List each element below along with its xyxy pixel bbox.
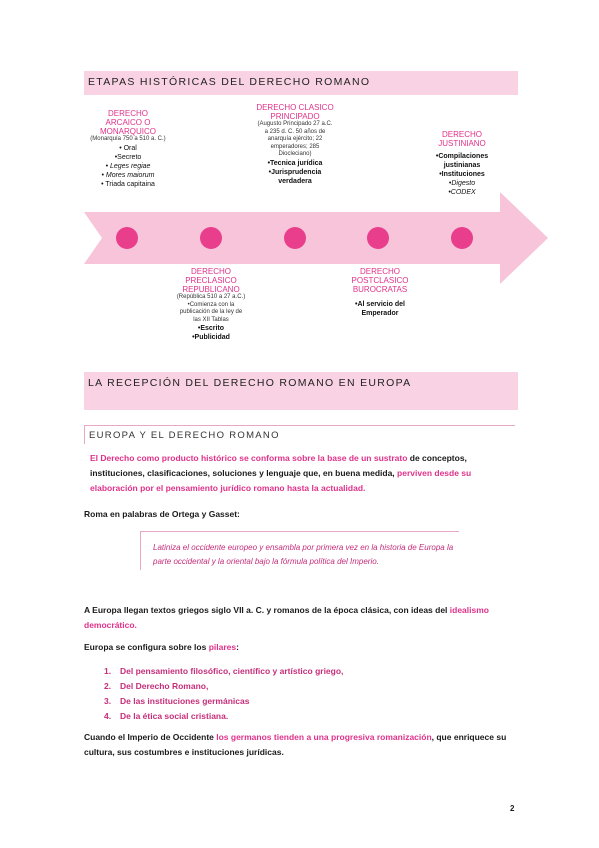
list-number: 2.	[104, 681, 112, 691]
stage-item: • Oral	[119, 144, 137, 152]
stage-item: • Triada capitaina	[101, 180, 155, 188]
pillars-intro-highlight: pilares	[208, 642, 237, 652]
timeline-heading: ETAPAS HISTÓRICAS DEL DERECHO ROMANO	[88, 76, 371, 88]
quote-box: Latiniza el occidente europeo y ensambla…	[140, 531, 459, 570]
list-text: Del Derecho Romano,	[120, 681, 209, 691]
stage-title: DERECHO CLASICO PRINCIPADO	[256, 103, 334, 121]
stage-title: DERECHO PRECLASICO REPUBLICANO	[182, 267, 240, 294]
stage-item: •Comienza con la publicación de la ley d…	[179, 301, 243, 323]
stage-item: •Publicidad	[192, 334, 230, 341]
paragraph-ortega: Roma en palabras de Ortega y Gasset:	[84, 509, 240, 519]
paragraph-germanic-text: Cuando el Imperio de Occidente	[84, 732, 217, 742]
stage-item: •Al servicio del Emperador	[355, 301, 405, 317]
timeline-arrow	[84, 192, 548, 284]
stage-preclasico: DERECHO PRECLASICO REPUBLICANO (Repúblic…	[176, 267, 246, 342]
paragraph-intro-text: de conceptos, instituciones, clasificaci…	[90, 453, 467, 478]
list-item: 3. De las instituciones germánicas	[84, 694, 484, 709]
reception-heading: LA RECEPCIÓN DEL DERECHO ROMANO EN EUROP…	[88, 377, 412, 389]
list-number: 1.	[104, 666, 112, 676]
paragraph-greek-highlight: idealismo democrático.	[84, 605, 489, 630]
list-text: Del pensamiento filosófico, científico y…	[120, 666, 344, 676]
stage-item: • Leges regiae	[105, 162, 151, 170]
pillars-list: 1. Del pensamiento filosófico, científico…	[84, 664, 484, 724]
stage-item: •Compilaciones justinianas	[435, 153, 489, 169]
timeline-dot-5	[451, 227, 473, 249]
paragraph-greek-texts: A Europa llegan textos griegos siglo VII…	[84, 603, 514, 633]
stage-title: DERECHO JUSTINIANO	[438, 130, 486, 148]
list-item: 1. Del pensamiento filosófico, científico…	[84, 664, 484, 679]
pillars-intro-text: Europa se configura sobre los	[84, 642, 209, 652]
stage-postclasico: DERECHO POSTCLASICO BUROCRATAS •Al servi…	[340, 267, 420, 318]
stage-justiniano: DERECHO JUSTINIANO •Compilaciones justin…	[424, 130, 500, 197]
timeline-dot-1	[116, 227, 138, 249]
stage-item: •Escrito	[197, 325, 225, 332]
stage-clasico: DERECHO CLASICO PRINCIPADO (Augusto Prin…	[256, 103, 334, 186]
stage-subtitle: (República 510 a 27 a.C.)	[176, 294, 246, 300]
paragraph-greek-text: A Europa llegan textos griegos siglo VII…	[84, 605, 450, 615]
timeline-dot-4	[367, 227, 389, 249]
stage-item: •Secreto	[114, 153, 142, 161]
list-text: De la ética social cristiana.	[120, 711, 229, 721]
timeline-dot-3	[284, 227, 306, 249]
timeline-dot-2	[200, 227, 222, 249]
list-item: 4. De la ética social cristiana.	[84, 709, 484, 724]
paragraph-intro: El Derecho como producto histórico se co…	[84, 451, 514, 496]
section-heading: EUROPA Y EL DERECHO ROMANO	[89, 430, 280, 441]
stage-arcaico: DERECHO ARCAICO O MONARQUICO (Monarquía …	[90, 109, 166, 189]
timeline-diagram: DERECHO ARCAICO O MONARQUICO (Monarquía …	[0, 0, 599, 370]
stage-title: DERECHO POSTCLASICO BUROCRATAS	[351, 267, 409, 294]
section-heading-box: EUROPA Y EL DERECHO ROMANO	[84, 425, 515, 444]
stage-subtitle: (Monarquía 750 a 510 a. C.)	[90, 136, 166, 142]
stage-item: •CODEX	[448, 189, 476, 196]
timeline-heading-band: ETAPAS HISTÓRICAS DEL DERECHO ROMANO	[84, 71, 518, 95]
stage-subtitle: (Augusto Principado 27 a.C. a 235 d. C. …	[257, 121, 333, 157]
stage-item: •Digesto	[448, 180, 476, 187]
stage-item: •Jurisprudencia verdadera	[268, 168, 322, 185]
paragraph-germanic-text-2: , que enriquece su cultura, sus costumbr…	[84, 732, 507, 757]
pillars-intro-colon: :	[236, 642, 239, 652]
list-text: De las instituciones germánicas	[120, 696, 250, 706]
paragraph-intro-highlight: El Derecho como producto histórico se co…	[90, 453, 408, 463]
list-number: 4.	[104, 711, 112, 721]
page-number: 2	[510, 804, 515, 813]
paragraph-intro-highlight-2: perviven desde su elaboración por el pen…	[90, 468, 472, 493]
stage-item: •Tecnica jurídica	[267, 159, 323, 167]
list-number: 3.	[104, 696, 112, 706]
stage-title: DERECHO ARCAICO O MONARQUICO	[100, 109, 156, 136]
paragraph-germanic: Cuando el Imperio de Occidente los germa…	[84, 730, 514, 760]
quote-text: Latiniza el occidente europeo y ensambla…	[153, 543, 454, 566]
reception-heading-band: LA RECEPCIÓN DEL DERECHO ROMANO EN EUROP…	[84, 372, 518, 410]
paragraph-pillars-intro: Europa se configura sobre los pilares:	[84, 640, 514, 655]
paragraph-germanic-highlight: los germanos tienden a una progresiva ro…	[216, 732, 432, 742]
stage-item: • Mores maiorum	[101, 171, 155, 179]
list-item: 2. Del Derecho Romano,	[84, 679, 484, 694]
stage-item: •Instituciones	[439, 171, 485, 178]
